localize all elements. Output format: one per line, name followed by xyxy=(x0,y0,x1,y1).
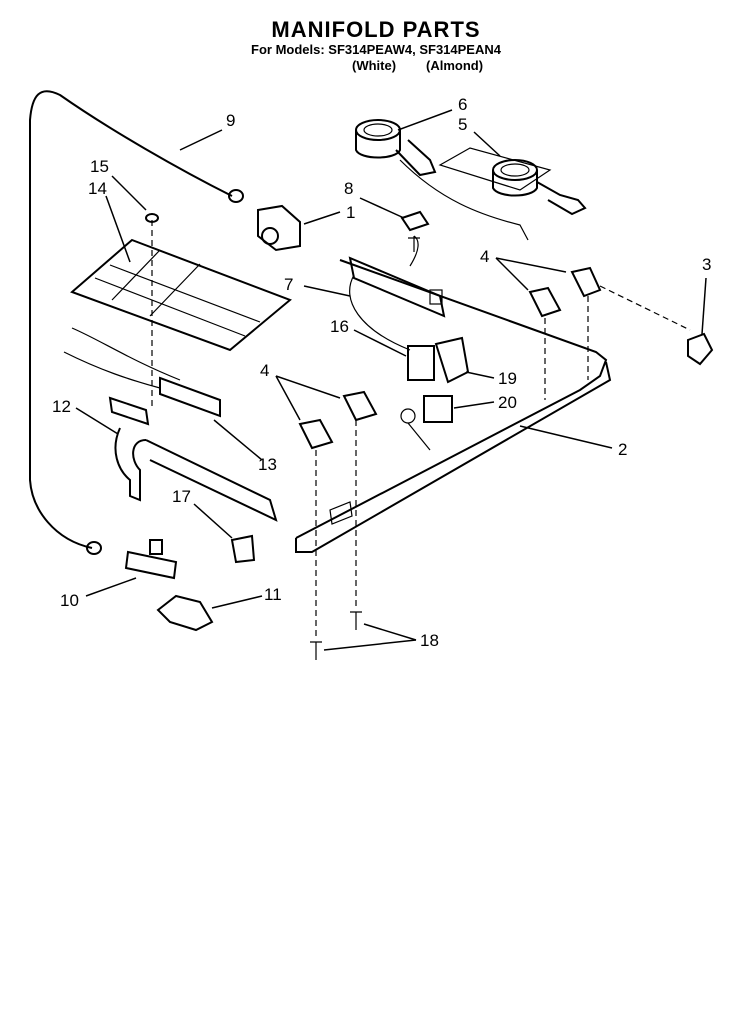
clip-3 xyxy=(687,332,714,366)
manifold-rail-2 xyxy=(295,259,612,553)
leader-18a xyxy=(363,623,417,641)
leader-8 xyxy=(359,197,405,219)
bracket-8 xyxy=(400,210,430,232)
callout-19: 19 xyxy=(498,369,517,388)
leader-7 xyxy=(303,285,351,297)
igniter-20 xyxy=(400,395,453,451)
valve-4-left xyxy=(298,390,378,640)
block-10-knob xyxy=(149,539,163,555)
leader-15 xyxy=(111,175,147,211)
callout-11: 11 xyxy=(264,585,282,604)
callout-10: 10 xyxy=(60,591,79,610)
callout-16: 16 xyxy=(330,317,349,336)
block-10 xyxy=(124,550,178,580)
callout-5: 5 xyxy=(458,115,467,134)
leader-18b xyxy=(323,639,417,651)
model-numbers: For Models: SF314PEAW4, SF314PEAN4 xyxy=(251,42,501,57)
tube-fitting-bottom xyxy=(86,541,102,555)
leader-17 xyxy=(193,503,233,539)
leader-11 xyxy=(211,595,263,609)
leader-13 xyxy=(213,419,263,461)
leader-1 xyxy=(303,211,341,225)
variant-almond-label: (Almond) xyxy=(426,58,484,73)
electrode-13 xyxy=(63,327,221,418)
callout-6: 6 xyxy=(458,95,467,114)
leader-14 xyxy=(105,195,131,263)
leader-3 xyxy=(701,277,707,335)
switch-cover-19 xyxy=(434,336,470,384)
callout-15: 15 xyxy=(90,157,109,176)
callout-8: 8 xyxy=(344,179,353,198)
leader-4-left-a xyxy=(275,375,341,399)
callout-2: 2 xyxy=(618,440,627,459)
plate-14 xyxy=(70,220,292,410)
diagram-header: MANIFOLD PARTS For Models: SF314PEAW4, S… xyxy=(0,18,752,74)
callout-20: 20 xyxy=(498,393,517,412)
grommet-15 xyxy=(145,213,159,223)
clip-17 xyxy=(230,534,256,564)
callout-17: 17 xyxy=(172,487,191,506)
tube-fitting-top xyxy=(228,189,244,203)
callout-14: 14 xyxy=(88,179,107,198)
igniter-module-7 xyxy=(348,235,446,351)
gas-tube xyxy=(29,90,233,549)
variant-white-label: (White) xyxy=(352,58,397,73)
leader-4-right-a xyxy=(495,257,567,273)
leader-20 xyxy=(453,401,495,409)
leader-19 xyxy=(465,371,495,379)
screw-18a xyxy=(350,611,362,630)
callout-3: 3 xyxy=(702,255,711,274)
burner-tube-12 xyxy=(108,396,278,522)
callout-4-right: 4 xyxy=(480,247,489,266)
leader-4-left-b xyxy=(275,375,301,421)
callout-13: 13 xyxy=(258,455,277,474)
burner-5 xyxy=(438,147,587,216)
callout-4-left: 4 xyxy=(260,361,269,380)
leader-2 xyxy=(519,425,613,449)
leader-16 xyxy=(353,329,407,357)
leader-4-right-b xyxy=(495,257,529,291)
callout-9: 9 xyxy=(226,111,235,130)
leader-5 xyxy=(473,131,501,157)
color-variants: (White) (Almond) xyxy=(0,58,752,74)
valve-4-right xyxy=(528,266,691,400)
leader-9 xyxy=(179,129,223,151)
screw-18b xyxy=(310,641,322,660)
callout-1: 1 xyxy=(346,203,355,222)
leader-6 xyxy=(397,109,453,131)
leader-10 xyxy=(85,577,137,597)
page-title: MANIFOLD PARTS xyxy=(271,17,481,42)
callout-7: 7 xyxy=(284,275,293,294)
screw-8 xyxy=(408,236,420,252)
burner-6 xyxy=(355,119,529,241)
callout-12: 12 xyxy=(52,397,71,416)
valve-1 xyxy=(257,204,301,252)
callout-18: 18 xyxy=(420,631,439,650)
leader-12 xyxy=(75,407,119,435)
bracket-11 xyxy=(156,594,214,632)
switch-16 xyxy=(407,345,435,381)
